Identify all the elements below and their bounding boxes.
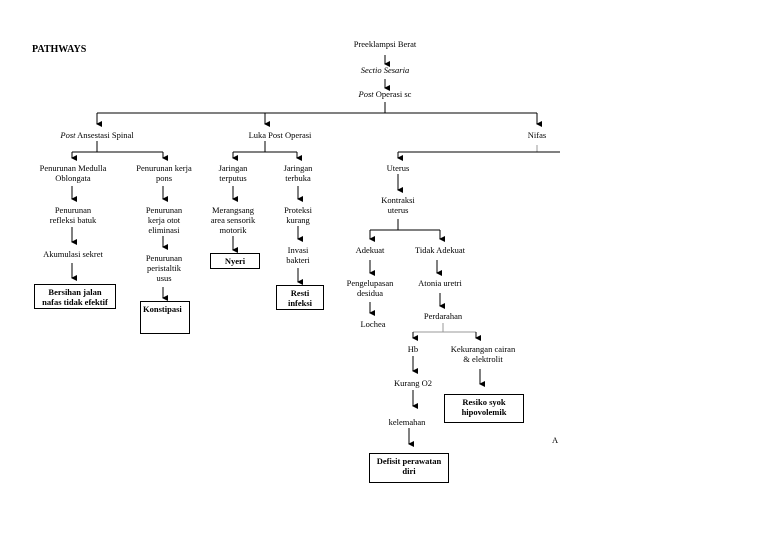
node-spinal-italic: Post bbox=[60, 130, 76, 140]
diagnosis-konstipasi: Konstipasi bbox=[140, 301, 190, 334]
node-post-ansestasi-spinal: Post Ansestasi Spinal bbox=[42, 130, 152, 140]
page-title: PATHWAYS bbox=[32, 44, 87, 55]
node-akumulasi-sekret: Akumulasi sekret bbox=[43, 249, 103, 259]
node-tidak-adekuat: Tidak Adekuat bbox=[415, 245, 465, 255]
node-lochea: Lochea bbox=[360, 319, 386, 329]
node-luka-post-operasi: Luka Post Operasi bbox=[248, 130, 312, 140]
node-preeklampsi: Preeklampsi Berat bbox=[353, 39, 417, 49]
node-post-operasi-italic: Post bbox=[358, 89, 374, 99]
node-adekuat: Adekuat bbox=[355, 245, 385, 255]
node-kurang-o2: Kurang O2 bbox=[393, 378, 432, 388]
node-kelemahan: kelemahan bbox=[388, 417, 426, 427]
node-perdarahan: Perdarahan bbox=[423, 311, 463, 321]
node-sectio-sesaria: Sectio Sesaria bbox=[360, 65, 410, 75]
diagnosis-nyeri: Nyeri bbox=[210, 253, 260, 269]
node-hb: Hb bbox=[407, 344, 419, 354]
node-spinal-rest: Ansestasi Spinal bbox=[75, 130, 134, 140]
page-marker: A bbox=[552, 435, 559, 445]
node-post-operasi: Post Operasi sc bbox=[335, 89, 435, 99]
node-nifas: Nifas bbox=[527, 130, 547, 140]
node-post-operasi-rest: Operasi sc bbox=[373, 89, 412, 99]
node-kekurangan-cairan: Kekurangan cairan& elektrolit bbox=[450, 344, 516, 364]
node-atonia-uretri: Atonia uretri bbox=[418, 278, 462, 288]
node-uterus: Uterus bbox=[386, 163, 410, 173]
